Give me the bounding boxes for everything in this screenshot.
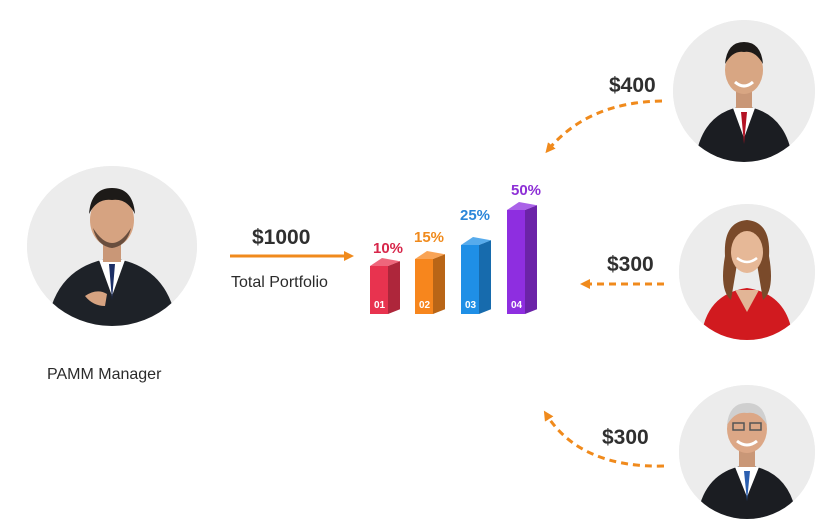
- bar-percent-04: 50%: [511, 182, 542, 199]
- woman-in-red-suit-icon: [679, 204, 815, 340]
- man-in-suit-icon: [673, 20, 815, 162]
- bar-side-face: [479, 240, 491, 314]
- bar-side-face: [388, 261, 400, 314]
- investor-3-portrait: [679, 385, 815, 519]
- bar-percent-02: 15%: [414, 229, 445, 246]
- bar-side-face: [525, 205, 537, 314]
- investor-1-arrow: [545, 99, 663, 154]
- manager-role-label: PAMM Manager: [47, 366, 162, 383]
- man-in-suit-icon: [27, 166, 197, 326]
- manager-portrait: [27, 166, 197, 326]
- bar-01: 01: [370, 258, 400, 314]
- portfolio-caption: Total Portfolio: [231, 274, 328, 291]
- bar-number-label: 03: [465, 300, 477, 311]
- investor-2-amount: $300: [607, 253, 654, 276]
- investor-1-amount: $400: [609, 74, 656, 97]
- bar-side-face: [433, 254, 445, 314]
- bar-front-face: [415, 259, 433, 314]
- bar-top-face: [415, 251, 445, 259]
- bar-front-face: [461, 245, 479, 314]
- bar-03: 03: [461, 237, 491, 314]
- portfolio-amount: $1000: [252, 226, 311, 249]
- investor-2-portrait: [679, 204, 815, 340]
- bar-percent-03: 25%: [460, 207, 491, 224]
- investor-1-portrait: [673, 20, 815, 162]
- bar-number-label: 02: [419, 300, 431, 311]
- bar-top-face: [507, 202, 537, 210]
- allocation-bars: 01 02 03 04: [370, 202, 537, 314]
- investor-3-arrow: [543, 410, 665, 468]
- bar-02: 02: [415, 251, 445, 314]
- bar-percent-01: 10%: [373, 240, 404, 257]
- bar-top-face: [461, 237, 491, 245]
- bar-front-face: [507, 210, 525, 314]
- bar-top-face: [370, 258, 400, 266]
- bar-front-face: [370, 266, 388, 314]
- bar-number-label: 04: [511, 300, 523, 311]
- investor-3-amount: $300: [602, 426, 649, 449]
- bar-04: 04: [507, 202, 537, 314]
- bar-number-label: 01: [374, 300, 386, 311]
- senior-man-in-suit-icon: [679, 385, 815, 519]
